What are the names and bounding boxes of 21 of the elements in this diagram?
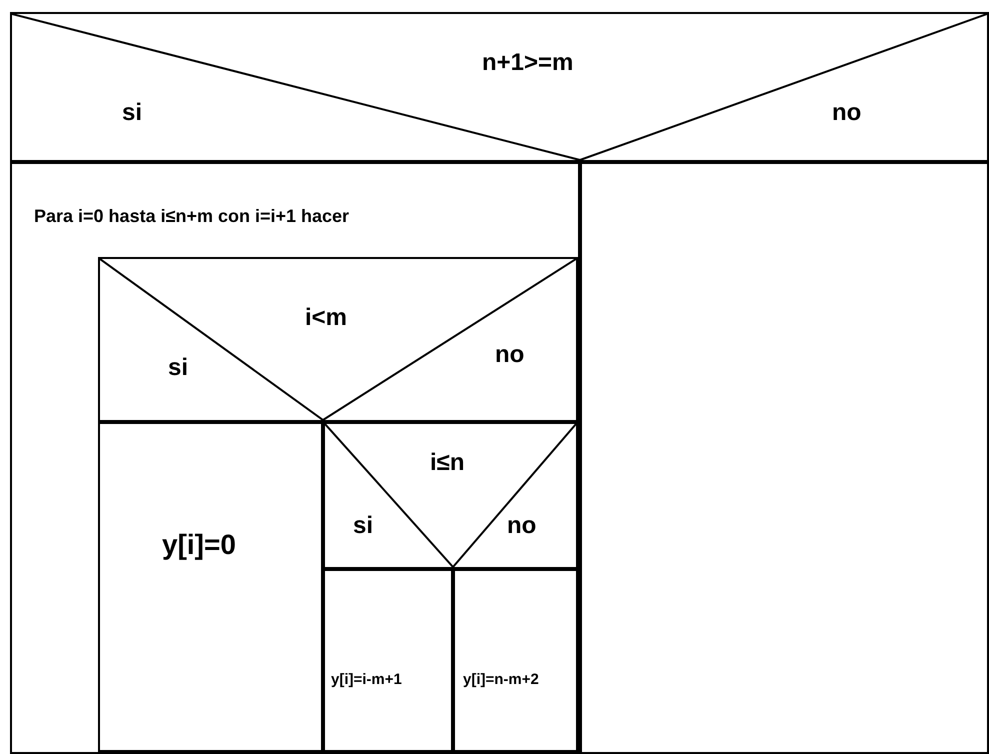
process-box — [453, 569, 578, 752]
condition-text: i<m — [305, 304, 348, 332]
empty-branch-box — [580, 162, 989, 754]
statement-text: y[i]=0 — [162, 529, 236, 561]
branch-label: si — [168, 354, 188, 382]
loop-block — [10, 162, 580, 754]
condition-text: n+1>=m — [482, 49, 574, 77]
process-box — [323, 569, 453, 752]
decision-header — [323, 422, 578, 569]
condition-text: i≤n — [430, 449, 464, 477]
loop-text: Para i=0 hasta i≤n+m con i=i+1 hacer — [34, 206, 350, 227]
branch-label: no — [495, 341, 524, 369]
decision-header — [98, 257, 578, 422]
branch-label: no — [832, 99, 862, 127]
process-box — [98, 422, 323, 752]
statement-text: y[i]=i-m+1 — [331, 671, 402, 688]
decision-header — [10, 12, 989, 162]
branch-label: si — [122, 99, 142, 127]
branch-label: no — [507, 512, 536, 540]
branch-label: si — [353, 512, 374, 540]
statement-text: y[i]=n-m+2 — [463, 671, 539, 688]
